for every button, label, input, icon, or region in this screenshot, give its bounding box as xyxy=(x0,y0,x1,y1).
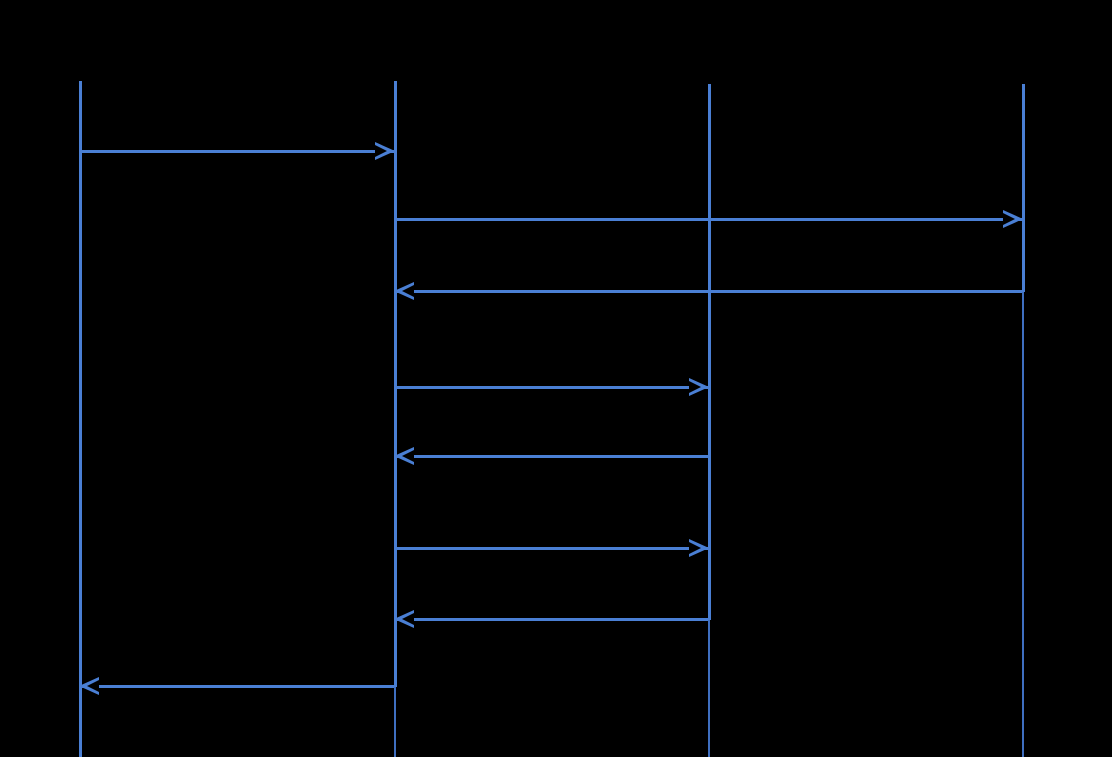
lifeline-p2 xyxy=(394,81,397,687)
lifeline-p3-tail xyxy=(708,620,710,757)
arrowhead-right-4 xyxy=(689,378,709,396)
message-line-3 xyxy=(394,290,1022,293)
lifeline-p4 xyxy=(1022,84,1025,292)
arrowhead-right-2 xyxy=(1003,210,1023,228)
arrowhead-left-3 xyxy=(394,282,414,300)
arrowhead-left-5 xyxy=(394,447,414,465)
arrowhead-left-8 xyxy=(79,677,99,695)
arrowhead-right-6 xyxy=(689,539,709,557)
message-line-5 xyxy=(394,455,708,458)
lifeline-p4-tail xyxy=(1022,292,1024,757)
message-line-2 xyxy=(394,218,1022,221)
message-line-8 xyxy=(79,685,394,688)
message-line-7 xyxy=(394,618,708,621)
lifeline-p2-tail xyxy=(394,687,396,757)
message-line-4 xyxy=(394,386,708,389)
message-line-6 xyxy=(394,547,708,550)
lifeline-p3 xyxy=(708,84,711,620)
message-line-1 xyxy=(79,150,394,153)
arrowhead-right-1 xyxy=(375,142,395,160)
lifeline-p1 xyxy=(79,81,82,757)
arrowhead-left-7 xyxy=(394,610,414,628)
